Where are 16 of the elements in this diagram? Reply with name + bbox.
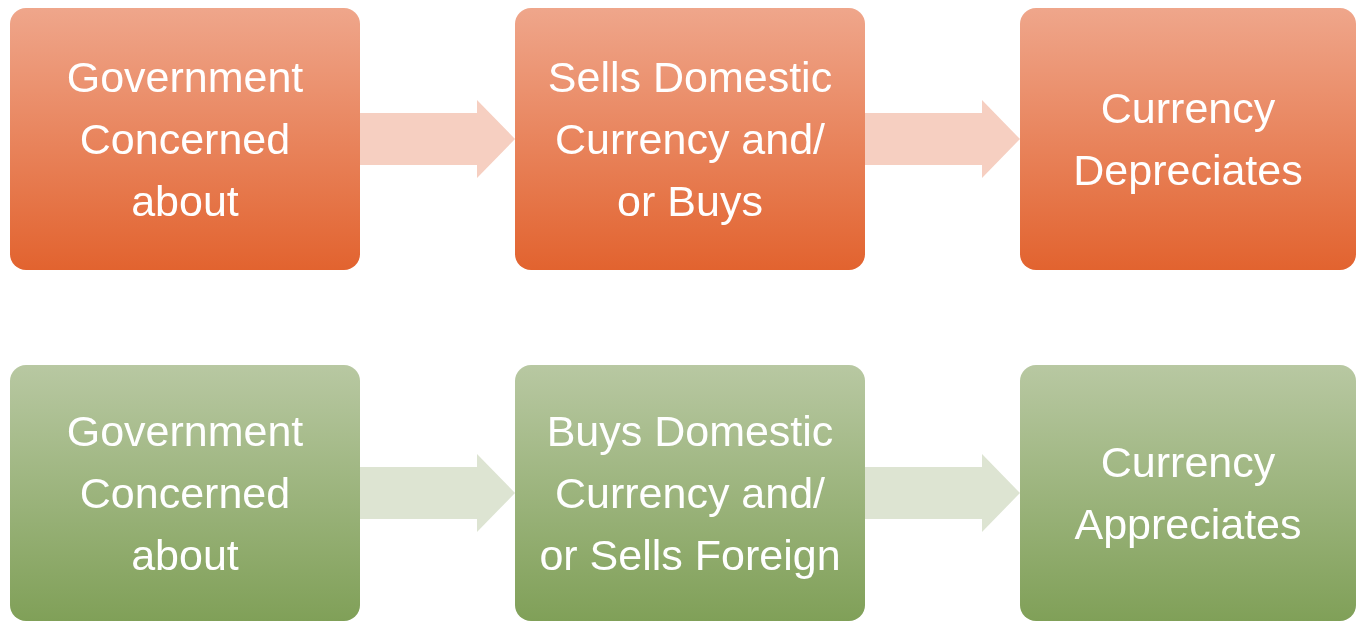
- process-box: [10, 365, 360, 621]
- block-arrow: [360, 454, 515, 532]
- process-box: [515, 365, 865, 621]
- process-box: [1020, 8, 1356, 270]
- box-text: Government Concerned about: [65, 406, 305, 581]
- box-text: Currency Depreciates: [1072, 83, 1304, 196]
- block-arrow: [865, 454, 1020, 532]
- process-box: [10, 8, 360, 270]
- box-text: Government Concerned about: [65, 52, 305, 227]
- process-box: [515, 8, 865, 270]
- block-arrow: [865, 100, 1020, 178]
- box-text: Buys Domestic Currency and/ or Sells Foreign: [538, 406, 842, 581]
- block-arrow: [360, 100, 515, 178]
- process-box: [1020, 365, 1356, 621]
- box-text: Currency Appreciates: [1073, 437, 1303, 550]
- box-text: Sells Domestic Currency and/ or Buys: [546, 52, 834, 227]
